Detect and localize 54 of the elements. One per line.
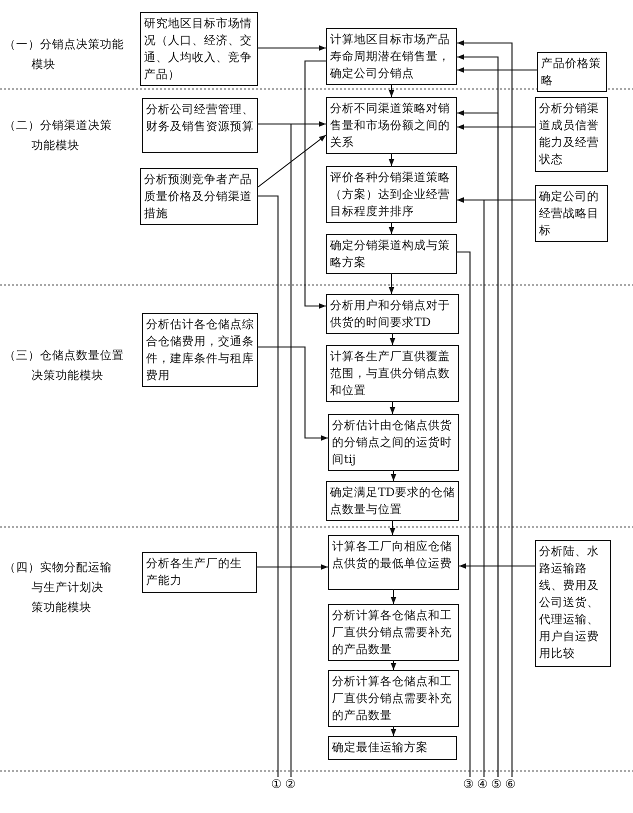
process-box: 分析公司经营管理、财务及销售资源预算 xyxy=(142,98,258,153)
arrow xyxy=(390,334,396,345)
circled-number: ① xyxy=(271,777,285,791)
connector-line xyxy=(258,195,279,777)
process-box: 计算各生产厂直供覆盖范围，与直供分销点数和位置 xyxy=(326,345,459,402)
circled-number: ⑤ xyxy=(491,777,505,791)
module-label: （一）分销点决策功能模块 xyxy=(4,36,125,73)
arrow xyxy=(258,45,326,51)
module-label: （三）仓储点数量位置决策功能模块 xyxy=(4,347,125,384)
circled-number: ④ xyxy=(477,777,491,791)
arrow xyxy=(388,274,394,294)
arrow xyxy=(258,134,326,188)
arrow xyxy=(304,60,326,309)
arrow xyxy=(388,223,394,234)
arrow xyxy=(390,727,396,736)
circled-number: ⑥ xyxy=(505,777,519,791)
process-box: 分析各生产厂的生产能力 xyxy=(142,552,257,593)
process-box: 确定公司的经营战略目标 xyxy=(535,185,608,242)
process-box: 确定分销渠道构成与策略方案 xyxy=(326,234,457,274)
arrow xyxy=(390,402,396,414)
arrow xyxy=(257,564,328,570)
process-box: 分析预测竞争者产品质量价格及分销渠道措施 xyxy=(140,168,258,225)
process-box: 计算各工厂向相应仓储点供货的最低单位运费 xyxy=(328,535,459,590)
process-box: 产品价格策略 xyxy=(537,52,607,92)
circled-number: ② xyxy=(285,777,299,791)
process-box: 评价各种分销渠道策略（方案）达到企业经营目标程度并排序 xyxy=(326,166,457,223)
arrow xyxy=(457,40,513,777)
circled-number: ③ xyxy=(463,777,477,791)
arrow xyxy=(457,197,485,777)
process-box: 研究地区目标市场情况（人口、经济、交通、人均收入、竞争产品） xyxy=(140,12,258,86)
process-box: 分析陆、水路运输路线、费用及公司送货、代理运输、用户自运费用比较 xyxy=(535,540,611,667)
arrow xyxy=(390,521,396,535)
process-box: 分析用户和分销点对于供货的时间要求TD xyxy=(326,294,459,334)
arrow xyxy=(390,471,396,481)
process-box: 分析计算各仓储点和工厂直供分销点需要补充的产品数量 xyxy=(328,670,459,727)
process-box: 分析分销渠道成员信誉能力及经营状态 xyxy=(535,97,608,172)
arrow xyxy=(457,67,537,73)
process-box: 计算地区目标市场产品寿命周期潜在销售量，确定公司分销点 xyxy=(326,28,457,85)
process-box: 分析估计由仓储点供货的分销点之间的运货时间tij xyxy=(328,414,459,471)
arrow xyxy=(390,590,396,604)
module-label: （四）实物分配运输与生产计划决策功能模块 xyxy=(4,559,113,616)
arrow xyxy=(388,85,394,97)
arrow xyxy=(258,346,328,441)
arrow xyxy=(459,563,535,569)
process-box: 确定最佳运输方案 xyxy=(328,736,457,760)
arrow xyxy=(388,154,394,166)
process-box: 分析不同渠道策略对销售量和市场份额之间的关系 xyxy=(326,97,457,154)
arrow xyxy=(390,661,396,670)
process-box: 分析计算各仓储点和工厂直供分销点需要补充的产品数量 xyxy=(328,604,459,661)
module-label: （二）分销渠道决策功能模块 xyxy=(4,117,113,154)
process-box: 确定满足TD要求的仓储点数量与位置 xyxy=(326,481,459,521)
arrow xyxy=(457,124,535,130)
connector-line xyxy=(457,251,471,777)
process-box: 分析估计各仓储点综合仓储费用，交通条件，建库条件与租库费用 xyxy=(142,313,258,387)
